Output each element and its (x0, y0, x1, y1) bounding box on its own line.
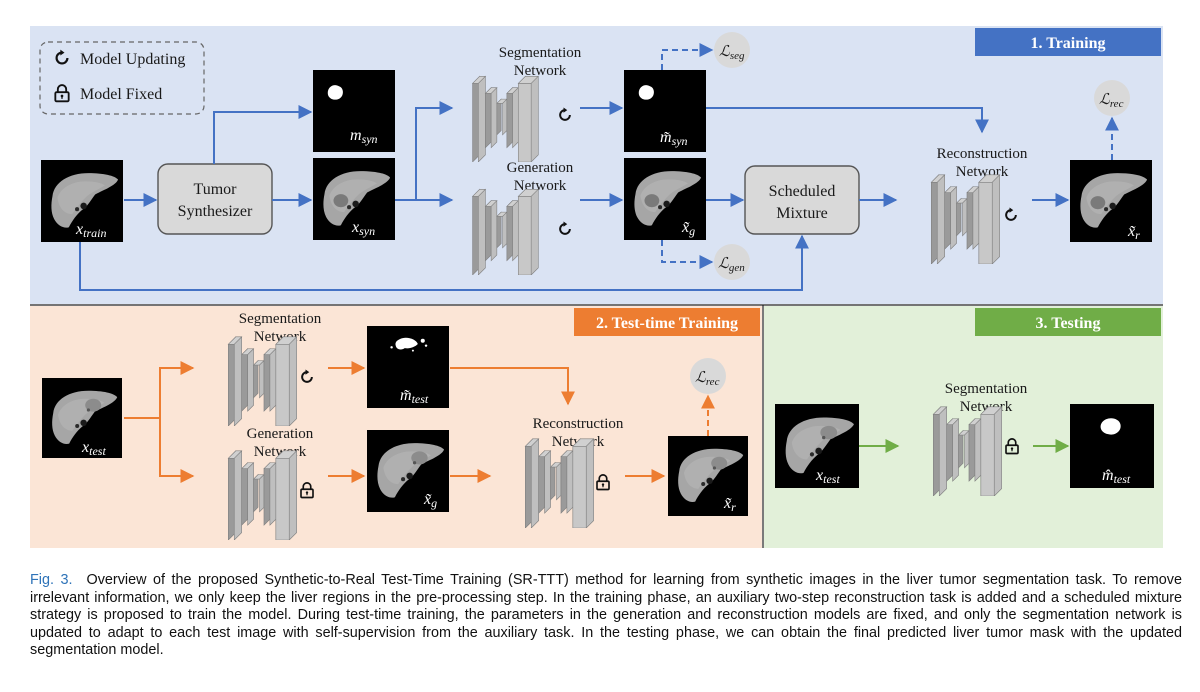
scheduled-mixture-box: Scheduled Mixture (744, 165, 860, 235)
m-tilde-test-image: m̃test (367, 326, 449, 408)
ttt-badge (574, 308, 760, 336)
svg-text:Tumor: Tumor (194, 181, 238, 198)
testing-badge-text: 3. Testing (1036, 315, 1101, 332)
segmentation-network-testing: Segmentation Network (932, 381, 1028, 496)
svg-text:m̂test: m̂test (1102, 467, 1131, 486)
ttt-badge-text: 2. Test-time Training (596, 315, 738, 332)
legend-fixed-label: Model Fixed (80, 86, 162, 103)
reconstruction-network-training: Reconstruction Network (930, 146, 1028, 264)
svg-text:Generation: Generation (507, 160, 574, 176)
figure-caption: Fig. 3.Overview of the proposed Syntheti… (30, 572, 1182, 660)
m-hat-test-image: m̂test (1070, 404, 1154, 488)
testing-badge (975, 308, 1161, 336)
svg-text:Scheduled: Scheduled (769, 183, 836, 200)
svg-text:Network: Network (956, 164, 1009, 180)
svg-text:xtest: xtest (815, 467, 840, 486)
generation-network-ttt: Generation Network (227, 426, 314, 540)
segmentation-network-ttt: Segmentation Network (227, 311, 322, 426)
loss-seg-node: ℒseg (714, 32, 750, 68)
x-syn-image: xsyn (313, 158, 395, 240)
svg-text:m̃syn: m̃syn (660, 129, 688, 148)
svg-text:Network: Network (514, 63, 567, 79)
segmentation-network-training: Segmentation Network (472, 45, 582, 162)
svg-text:xtrain: xtrain (75, 221, 106, 240)
x-tilde-g-image-ttt: x̃g (367, 430, 449, 512)
svg-text:Reconstruction: Reconstruction (937, 146, 1028, 162)
svg-text:ℒrec: ℒrec (1099, 92, 1124, 110)
svg-text:Segmentation: Segmentation (239, 311, 322, 327)
svg-text:Mixture: Mixture (776, 205, 828, 222)
svg-text:x̃r: x̃r (1127, 223, 1140, 242)
svg-text:xtest: xtest (81, 439, 106, 458)
x-train-image: xtrain (41, 160, 123, 242)
svg-text:ℒrec: ℒrec (695, 370, 720, 388)
svg-text:xsyn: xsyn (351, 219, 375, 238)
method-overview-figure: 1. Training 2. Test-time Training 3. Tes… (30, 26, 1163, 548)
svg-text:Network: Network (514, 178, 567, 194)
loss-rec-node-ttt: ℒrec (690, 358, 726, 394)
x-tilde-r-image-ttt: x̃r (668, 436, 748, 516)
x-tilde-r-image-training: x̃r (1070, 160, 1152, 242)
m-tilde-syn-image: m̃syn (624, 70, 706, 152)
legend: Model Updating Model Fixed (39, 41, 205, 115)
caption-text: Overview of the proposed Synthetic-to-Re… (30, 572, 1183, 659)
svg-text:x̃r: x̃r (723, 495, 736, 514)
loss-rec-node-training: ℒrec (1094, 80, 1130, 116)
x-test-image-ttt: xtest (42, 378, 122, 458)
legend-updating-label: Model Updating (80, 51, 185, 68)
svg-text:ℒseg: ℒseg (719, 44, 745, 62)
svg-text:m̃test: m̃test (400, 387, 429, 406)
reconstruction-network-ttt: Reconstruction Network (524, 416, 624, 528)
training-badge (975, 28, 1161, 56)
svg-text:x̃g: x̃g (681, 219, 695, 238)
x-test-image-testing: xtest (775, 404, 859, 488)
svg-text:Generation: Generation (247, 426, 314, 442)
loss-gen-node: ℒgen (714, 244, 750, 280)
generation-network-training: Generation Network (472, 160, 574, 275)
svg-text:Synthesizer: Synthesizer (178, 203, 253, 220)
x-tilde-g-image-training: x̃g (624, 158, 706, 240)
tumor-synthesizer-box: Tumor Synthesizer (157, 163, 273, 235)
training-badge-text: 1. Training (1031, 35, 1106, 52)
m-syn-image: msyn (313, 70, 395, 152)
caption-label: Fig. 3. (30, 572, 73, 588)
svg-text:Segmentation: Segmentation (945, 381, 1028, 397)
svg-text:Segmentation: Segmentation (499, 45, 582, 61)
svg-text:ℒgen: ℒgen (718, 256, 745, 274)
svg-text:x̃g: x̃g (423, 491, 437, 510)
svg-text:Reconstruction: Reconstruction (533, 416, 624, 432)
svg-text:msyn: msyn (350, 127, 378, 146)
